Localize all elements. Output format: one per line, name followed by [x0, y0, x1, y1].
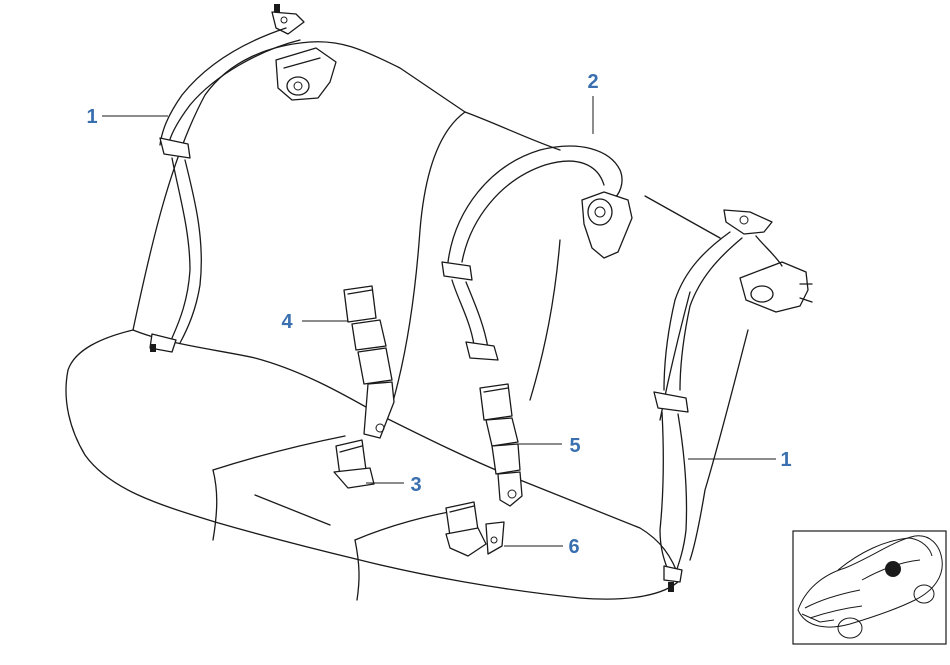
callout-1-left: 1: [86, 106, 97, 128]
buckle-5: [479, 383, 523, 507]
callout-leaders: [102, 96, 776, 547]
callout-2: 2: [587, 71, 598, 93]
callout-3: 3: [410, 474, 421, 496]
callout-5: 5: [569, 435, 580, 457]
callout-1-right: 1: [780, 449, 791, 471]
right-outer-seat-belt: [653, 209, 813, 592]
car-location-thumbnail: [792, 530, 947, 645]
center-seat-belt: [441, 145, 633, 361]
rear-seat-outline: [65, 41, 749, 601]
callout-labels: 1 2 4 5 3 6 1: [86, 71, 791, 558]
callout-6: 6: [568, 536, 579, 558]
buckle-4: [343, 285, 395, 439]
left-outer-seat-belt: [149, 4, 337, 353]
buckle-6: [445, 501, 505, 557]
buckle-3: [333, 439, 375, 489]
callout-4: 4: [281, 311, 293, 333]
car-location-icon: [797, 535, 943, 639]
